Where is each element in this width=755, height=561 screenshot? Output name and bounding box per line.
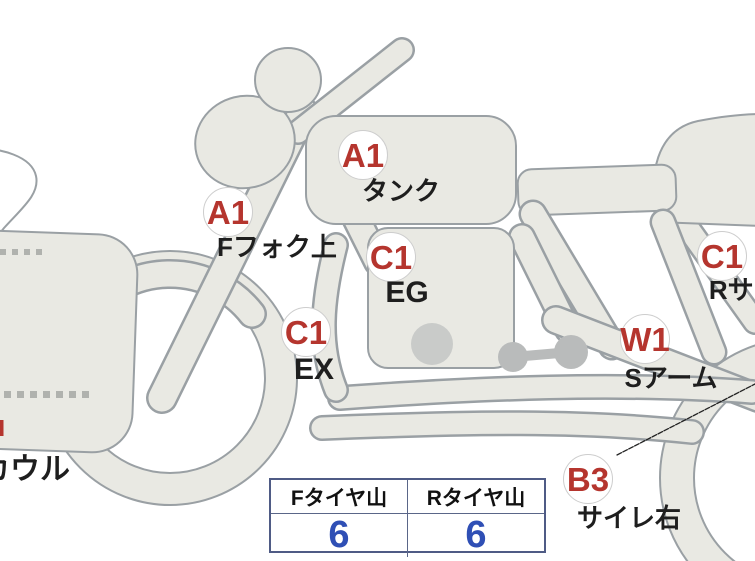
marker-silencer-right-caption: サイレ右 [576, 503, 682, 533]
tire-tread-table: Fタイヤ山 Rタイヤ山 6 6 [269, 478, 546, 557]
rear-tire-tread-value: 6 [407, 514, 544, 557]
headlight [194, 94, 296, 190]
marker-exhaust-caption: EX [293, 353, 335, 386]
clipped-red-mark [0, 420, 4, 436]
marker-tank: A1 [338, 130, 388, 180]
marker-silencer-right: B3 [563, 454, 613, 504]
windscreen [0, 149, 38, 235]
marker-tank-caption: タンク [361, 176, 441, 206]
rear-tire-tread-header: Rタイヤ山 [407, 480, 544, 513]
leader-line [616, 383, 755, 456]
marker-swing-arm: W1 [620, 314, 670, 364]
marker-front-fork-upper: A1 [203, 187, 253, 237]
marker-engine-caption: EG [385, 276, 429, 309]
front-tire-tread-value: 6 [328, 514, 350, 556]
marker-exhaust: C1 [281, 307, 331, 357]
cowl-label: カウル [0, 453, 70, 486]
front-tire-tread-header: Fタイヤ山 [290, 486, 388, 510]
fuel-tank [305, 115, 517, 225]
marker-front-fork-upper-caption: Fフォク上 [217, 232, 337, 262]
cowl-seam-dots [0, 249, 89, 398]
marker-swing-arm-caption: Sアーム [624, 363, 718, 393]
marker-engine: C1 [366, 232, 416, 282]
seat [516, 163, 678, 217]
marker-rear-suspension-caption: Rサス [708, 275, 755, 305]
marker-rear-suspension: C1 [697, 231, 747, 281]
front-cowl [0, 228, 139, 454]
